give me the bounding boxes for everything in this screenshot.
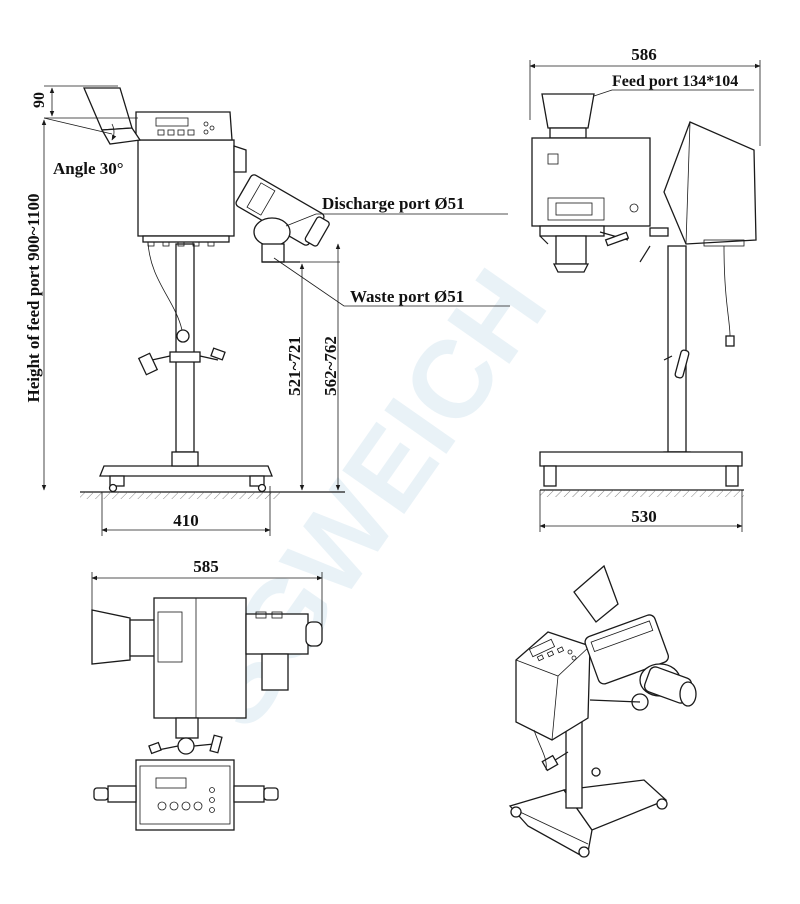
front-view: 90 Angle 30° Height of feed port 900~110… bbox=[24, 85, 510, 536]
waste-port-label: Waste port Ø51 bbox=[350, 287, 464, 306]
top-width-label: 585 bbox=[193, 557, 219, 576]
side-width-label: 586 bbox=[631, 45, 657, 64]
feed-port-label: Feed port 134*104 bbox=[612, 73, 738, 90]
base-width-label-front: 410 bbox=[173, 511, 199, 530]
discharge-port-label: Discharge port Ø51 bbox=[322, 194, 465, 213]
side-view: 586 Feed port 134*104 bbox=[529, 45, 761, 532]
dim-b-label: 562~762 bbox=[321, 336, 340, 396]
dim-a-label: 521~721 bbox=[285, 336, 304, 396]
top-view: 585 bbox=[91, 557, 323, 831]
isometric-view bbox=[508, 564, 697, 858]
base-width-label-side: 530 bbox=[631, 507, 657, 526]
dim-top-label: 90 bbox=[31, 92, 48, 108]
dim-feed-height-label: Height of feed port 900~1100 bbox=[24, 193, 43, 402]
angle-label: Angle 30° bbox=[53, 159, 124, 178]
